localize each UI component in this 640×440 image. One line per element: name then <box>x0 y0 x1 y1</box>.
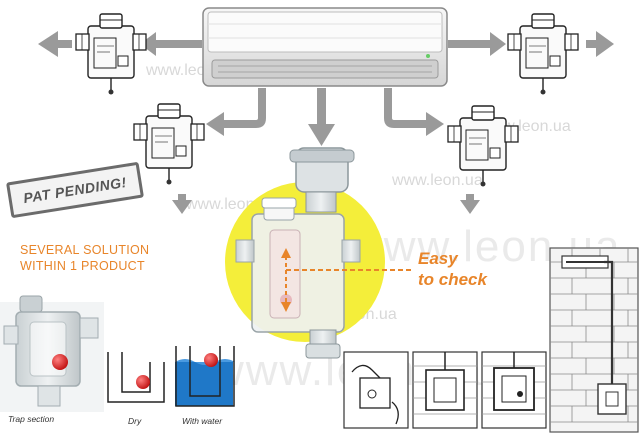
headline-line-1: SEVERAL SOLUTION <box>20 243 150 257</box>
arrow-icon <box>38 31 614 214</box>
callout-line-1: Easy <box>418 249 458 268</box>
air-conditioner-icon <box>202 7 448 87</box>
watermark-small: www.leon.ua <box>392 172 483 189</box>
caption-with-water: With water <box>182 416 223 426</box>
callout-line-2: to check <box>418 270 487 289</box>
easy-check-callout: Easy to check <box>418 248 518 290</box>
caption-trap-section: Trap section <box>8 414 55 424</box>
dry-trap-icon <box>107 352 165 403</box>
check-indicator <box>281 248 412 312</box>
water-trap-icon <box>175 346 235 407</box>
brick-wall-icon <box>549 247 639 433</box>
installation-step-icon <box>343 351 409 429</box>
trap-fitting-icon <box>507 13 579 96</box>
headline: SEVERAL SOLUTION WITHIN 1 PRODUCT <box>20 242 190 274</box>
installation-step-icon <box>481 351 547 429</box>
trap-fitting-icon <box>75 13 147 96</box>
trap-product-icon <box>235 147 361 359</box>
trap-section-icon <box>0 295 104 412</box>
caption-dry: Dry <box>128 416 142 426</box>
headline-line-2: WITHIN 1 PRODUCT <box>20 259 145 273</box>
pat-pending-text: PAT PENDING! <box>22 173 128 207</box>
installation-step-icon <box>412 351 478 429</box>
trap-fitting-icon <box>447 105 519 188</box>
trap-fitting-icon <box>133 103 205 186</box>
